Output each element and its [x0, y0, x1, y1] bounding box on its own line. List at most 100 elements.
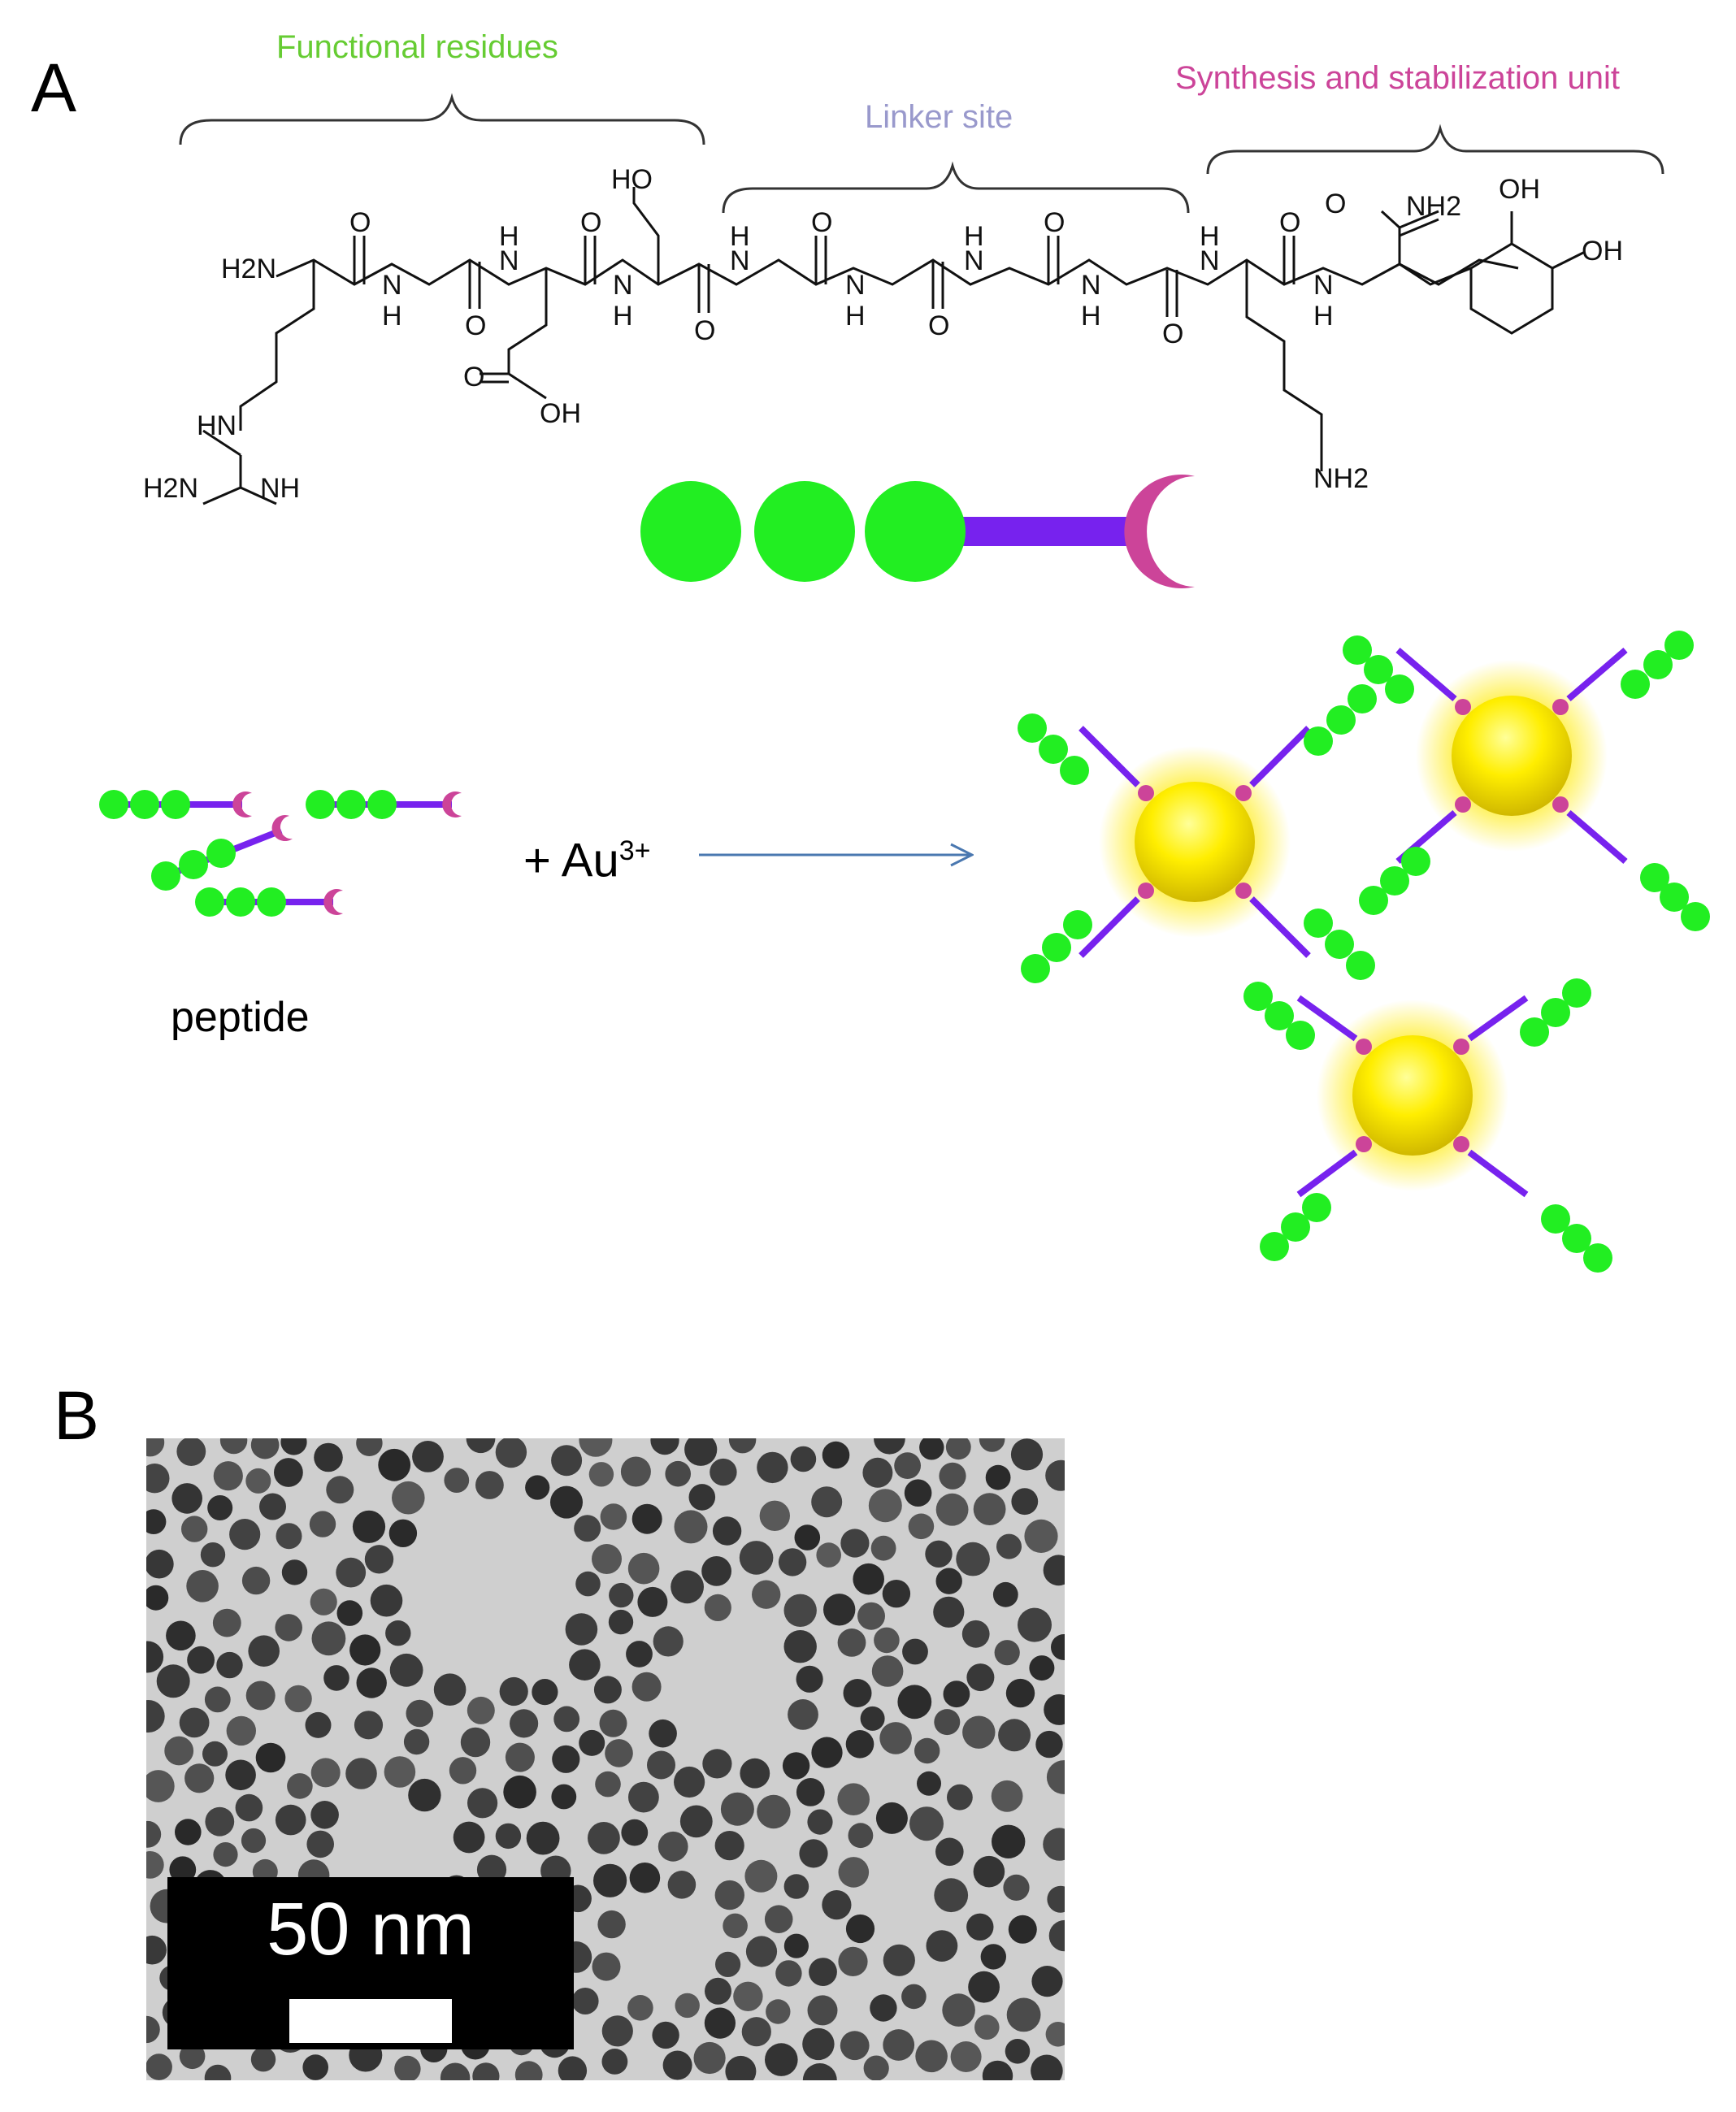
nanoparticle-dot	[226, 1715, 256, 1746]
nanoparticle-dot	[449, 1757, 477, 1785]
nanoparticle-dot	[169, 1856, 197, 1884]
nanoparticle-dot	[998, 1719, 1031, 1752]
free-peptides	[99, 790, 462, 917]
nanoparticle-dot	[704, 2007, 736, 2039]
nanoparticle-dot	[204, 2064, 232, 2080]
nanoparticle-dot	[275, 1804, 306, 1836]
nanoparticle-dot	[802, 2063, 837, 2080]
nanoparticle-dot	[510, 1709, 539, 1738]
nanoparticle-dot	[204, 1686, 231, 1713]
label-n1: N	[382, 270, 402, 301]
nanoparticle-dot	[216, 1651, 243, 1679]
nanoparticle-dot	[702, 1749, 732, 1779]
nanoparticle-dot	[628, 1781, 659, 1813]
nanoparticle-dot	[934, 1709, 961, 1736]
nanoparticle-dot	[605, 1739, 633, 1767]
nanoparticle-dot	[503, 1775, 536, 1809]
label-n5: N	[845, 270, 866, 301]
nanoparticle-dot	[467, 1696, 495, 1724]
nanoparticle-dot	[870, 1994, 897, 2022]
nanoparticle-dot	[904, 1479, 932, 1507]
nanoparticle-dot	[175, 1819, 202, 1845]
nanoparticle-dot	[475, 1471, 504, 1499]
nanoparticle-dot	[796, 1665, 823, 1693]
nanoparticle-dot	[213, 1842, 238, 1867]
nanoparticle-dot	[811, 1737, 843, 1768]
label-o8: O	[1162, 319, 1183, 349]
nanoparticle-dot	[345, 1758, 377, 1789]
nanoparticle-dot	[213, 1461, 243, 1491]
nanoparticle-dot	[807, 1809, 833, 1835]
nanoparticle-dot	[637, 1586, 668, 1617]
label-h5: H	[845, 301, 866, 332]
scale-bar	[289, 1999, 452, 2043]
label-oh-asp: OH	[540, 398, 581, 429]
nanoparticle-dot	[466, 1438, 496, 1454]
nanoparticle-dot	[712, 1516, 742, 1546]
nanoparticle-dot	[592, 1544, 622, 1574]
label-h2n: H2N	[221, 254, 276, 284]
label-n9: N	[1313, 270, 1334, 301]
nanoparticle-dot	[862, 1457, 893, 1488]
nanoparticle-dot	[627, 1552, 660, 1585]
nanoparticle-dot	[853, 1563, 884, 1595]
nanoparticle-dot	[705, 1977, 731, 2005]
nanoparticle-dot	[667, 1871, 697, 1899]
label-nh2-amide: NH2	[1406, 191, 1461, 222]
nanoparticle-dot	[467, 1788, 498, 1819]
nanoparticle-dot	[274, 1458, 303, 1487]
label-o6: O	[928, 310, 949, 341]
nanoparticle-dot	[823, 1594, 856, 1626]
nanoparticle-dot	[444, 1468, 470, 1493]
nanoparticle-dot	[579, 1729, 605, 1756]
nanoparticle-dot	[935, 1837, 964, 1867]
nanoparticle-dot	[525, 1475, 550, 1500]
nanoparticle-dot	[601, 2049, 628, 2075]
nanoparticle-dot	[146, 1935, 167, 1965]
nanoparticle-dot	[974, 2014, 1000, 2040]
nanoparticle-dot	[250, 1438, 280, 1459]
nanoparticle-dot	[796, 1778, 825, 1806]
label-n6: N	[964, 245, 984, 276]
nanoparticle-dot	[914, 1737, 940, 1764]
nanoparticle-dot	[229, 1519, 261, 1550]
nanoparticle-dot	[593, 1863, 627, 1897]
nanoparticle-dot	[588, 1822, 620, 1854]
nanoparticle-dot	[179, 1707, 210, 1738]
nanoparticle-dot	[992, 1824, 1026, 1858]
nanoparticle-dot	[1031, 2054, 1063, 2080]
nanoparticle-dot	[287, 1773, 313, 1799]
nanoparticle-dot	[389, 1653, 423, 1687]
nanoparticle-dot	[472, 2062, 500, 2080]
nanoparticle-dot	[860, 1706, 885, 1731]
nanoparticle-dot	[1044, 1694, 1065, 1725]
nanoparticle-dot	[1006, 1997, 1041, 2032]
label-h4: H	[730, 221, 750, 252]
label-h8: H	[1200, 221, 1220, 252]
nanoparticle-dot	[739, 1541, 774, 1575]
nanoparticle-dot	[179, 2043, 206, 2070]
nanoparticle-dot	[588, 1462, 614, 1487]
nanoparticle-dot	[811, 1486, 843, 1518]
nanoparticle-dot	[956, 1542, 990, 1576]
nanoparticle-dot	[837, 1783, 870, 1815]
nanoparticle-dot	[942, 1993, 975, 2027]
label-o9: O	[1279, 207, 1300, 238]
nanoparticle-dot	[966, 1913, 994, 1941]
nanoparticle-dot	[843, 1679, 872, 1707]
nanoparticle-dot	[171, 1483, 202, 1514]
nanoparticle-dot	[994, 1640, 1020, 1666]
nanoparticle-dot	[788, 1699, 818, 1730]
nanoparticle-dot	[837, 1628, 866, 1657]
nanoparticle-dot	[991, 1780, 1023, 1812]
nanoparticle-dot	[794, 1524, 821, 1550]
nanoparticle-dot	[1029, 1655, 1055, 1681]
nanoparticle-dot	[704, 1594, 731, 1621]
nanoparticle-dot	[693, 2041, 726, 2075]
nanoparticle-dot	[202, 1741, 228, 1767]
nanoparticle-dot	[840, 2031, 870, 2061]
nanoparticle-dot	[871, 1655, 904, 1687]
nanoparticle-dot	[495, 1823, 522, 1850]
synthesis-unit-label: Synthesis and stabilization unit	[1175, 60, 1620, 96]
nanoparticle-dot	[822, 1441, 850, 1469]
